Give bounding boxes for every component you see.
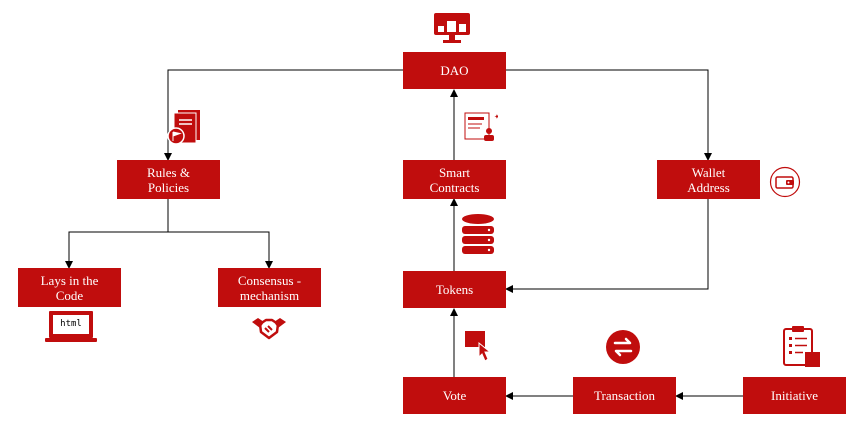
connector-wallet-tokens <box>505 199 709 293</box>
node-initiative: Initiative <box>743 377 846 414</box>
node-vote: Vote <box>403 377 506 414</box>
node-lays-in-code: Lays in the Code <box>18 268 121 307</box>
node-transaction: Transaction <box>573 377 676 414</box>
node-wallet-address: Wallet Address <box>657 160 760 199</box>
laptop-screen-text: html <box>60 319 82 329</box>
connector-dao-wallet <box>506 69 712 161</box>
handshake-icon <box>252 318 286 340</box>
contract-document-icon: ✦ <box>464 112 498 141</box>
book-flag-icon <box>167 110 200 145</box>
wallet-icon <box>769 166 801 198</box>
connector-rules-split <box>65 199 169 269</box>
connector-dao-rules <box>164 69 403 161</box>
laptop-html-icon <box>45 311 97 342</box>
node-dao: DAO <box>403 52 506 89</box>
vote-click-icon <box>465 331 492 362</box>
node-rules-policies: Rules & Policies <box>117 160 220 199</box>
node-consensus-mechanism: Consensus - mechanism <box>218 268 321 307</box>
monitor-icon <box>434 13 470 43</box>
clipboard-checklist-icon <box>783 326 820 367</box>
connector-rules-consensus <box>168 231 273 269</box>
svg-text:✦: ✦ <box>494 113 498 121</box>
exchange-arrows-icon <box>606 330 640 364</box>
node-smart-contracts: Smart Contracts <box>403 160 506 199</box>
node-tokens: Tokens <box>403 271 506 308</box>
database-icon <box>462 214 494 254</box>
